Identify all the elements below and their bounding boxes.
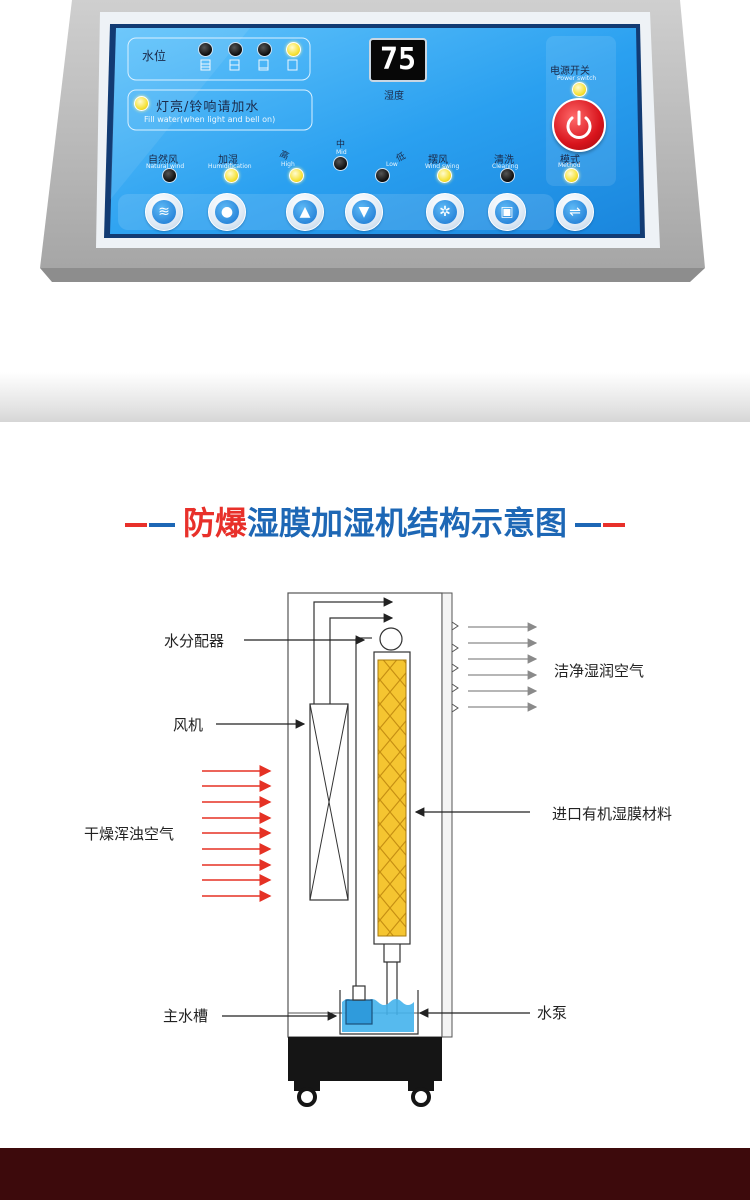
callout-membrane: 进口有机湿膜材料 — [552, 805, 673, 823]
dry-air-arrows — [202, 765, 272, 902]
indicator-label-mid: 中 — [336, 140, 346, 150]
humidity-display-label: 湿度 — [384, 91, 404, 102]
indicator-label-swing: 摆风 — [428, 155, 448, 166]
air-duct — [313, 597, 394, 708]
indicator-mode — [564, 168, 579, 183]
fill-water-label: 灯亮/铃响请加水 — [156, 100, 260, 115]
fan-unit — [309, 703, 349, 901]
swing-icon: ✲ — [433, 200, 457, 224]
callout-water-pump: 水泵 — [537, 1004, 568, 1022]
indicator-sublabel-mid: Mid — [336, 149, 347, 156]
indicator-swing — [437, 168, 452, 183]
control-panel-section: 水位 灯亮/铃响请加水 Fill water(when light and be… — [0, 0, 750, 330]
indicator-label-natural-wind: 自然风 — [148, 155, 178, 166]
diagram-title-main: 湿膜加湿机结构示意图 — [247, 504, 568, 542]
main-water-tank — [339, 985, 419, 1035]
power-indicator — [572, 82, 587, 97]
arrow-up-icon: ▲ — [293, 200, 317, 224]
title-dash-left — [124, 523, 175, 527]
footer-band — [0, 1148, 750, 1200]
clean-air-arrows — [468, 622, 538, 712]
indicator-sublabel-swing: Wind swing — [425, 163, 460, 170]
humidifying-membrane — [377, 659, 407, 937]
humidifier-structure-diagram — [202, 592, 538, 1107]
indicator-low — [375, 168, 390, 183]
power-label: 电源开关 — [550, 66, 590, 77]
up-button[interactable]: ▲ — [286, 193, 324, 231]
indicator-natural-wind — [162, 168, 177, 183]
water-distributor — [379, 627, 403, 651]
indicator-label-mode: 模式 — [560, 155, 580, 166]
water-level-label: 水位 — [142, 49, 167, 63]
callout-leaders — [216, 635, 530, 1021]
water-level-glyphs — [200, 59, 298, 71]
water-level-indicator-4 — [286, 42, 301, 57]
fill-water-sublabel: Fill water(when light and bell on) — [144, 115, 276, 124]
down-button[interactable]: ▼ — [345, 193, 383, 231]
mode-button[interactable]: ⇌ — [556, 193, 594, 231]
title-dash-right — [575, 523, 626, 527]
indicator-sublabel-natural-wind: Natural wind — [146, 163, 185, 170]
callout-fan: 风机 — [173, 716, 204, 734]
callout-clean-air: 洁净湿润空气 — [554, 662, 645, 680]
cleaning-icon: ▣ — [495, 200, 519, 224]
diagram-title-accent: 防爆 — [182, 504, 247, 542]
indicator-label-cleaning: 清洗 — [494, 155, 514, 166]
outlet-grille — [451, 621, 459, 713]
water-level-indicator-2 — [228, 42, 243, 57]
water-level-indicator-3 — [257, 42, 272, 57]
natural-wind-icon: ≋ — [152, 200, 176, 224]
cleaning-button[interactable]: ▣ — [488, 193, 526, 231]
humidity-display: 75 — [369, 38, 427, 82]
cabinet-base — [288, 1037, 442, 1081]
water-drop-icon: ● — [215, 200, 239, 224]
indicator-mid — [333, 156, 348, 171]
arrow-down-icon: ▼ — [352, 200, 376, 224]
indicator-sublabel-cleaning: Cleaning — [492, 163, 519, 170]
swing-button[interactable]: ✲ — [426, 193, 464, 231]
humidity-display-value: 75 — [379, 42, 417, 77]
indicator-sublabel-humidify: Humidification — [208, 163, 252, 170]
indicator-cleaning — [500, 168, 515, 183]
indicator-label-humidify: 加湿 — [218, 155, 238, 166]
water-level-indicator-1 — [198, 42, 213, 57]
mode-icon: ⇌ — [563, 200, 587, 224]
section-divider-shadow — [0, 372, 750, 422]
fill-water-indicator — [134, 96, 149, 111]
cabinet-side — [441, 592, 453, 1038]
power-button[interactable] — [552, 98, 606, 152]
indicator-sublabel-mode: Method — [558, 162, 581, 169]
humidify-button[interactable]: ● — [208, 193, 246, 231]
diagram-title: 防爆湿膜加湿机结构示意图 — [0, 498, 750, 544]
callout-dry-air: 干燥浑浊空气 — [84, 825, 175, 843]
indicator-high — [289, 168, 304, 183]
power-icon — [566, 110, 592, 139]
natural-wind-button[interactable]: ≋ — [145, 193, 183, 231]
callout-water-distributor: 水分配器 — [164, 632, 225, 650]
indicator-sublabel-low: Low — [386, 161, 398, 168]
indicator-humidify — [224, 168, 239, 183]
caster-wheels — [294, 1081, 434, 1107]
callout-main-tank: 主水槽 — [163, 1007, 209, 1025]
indicator-sublabel-high: High — [281, 161, 295, 168]
power-sublabel: Power switch — [557, 75, 597, 82]
